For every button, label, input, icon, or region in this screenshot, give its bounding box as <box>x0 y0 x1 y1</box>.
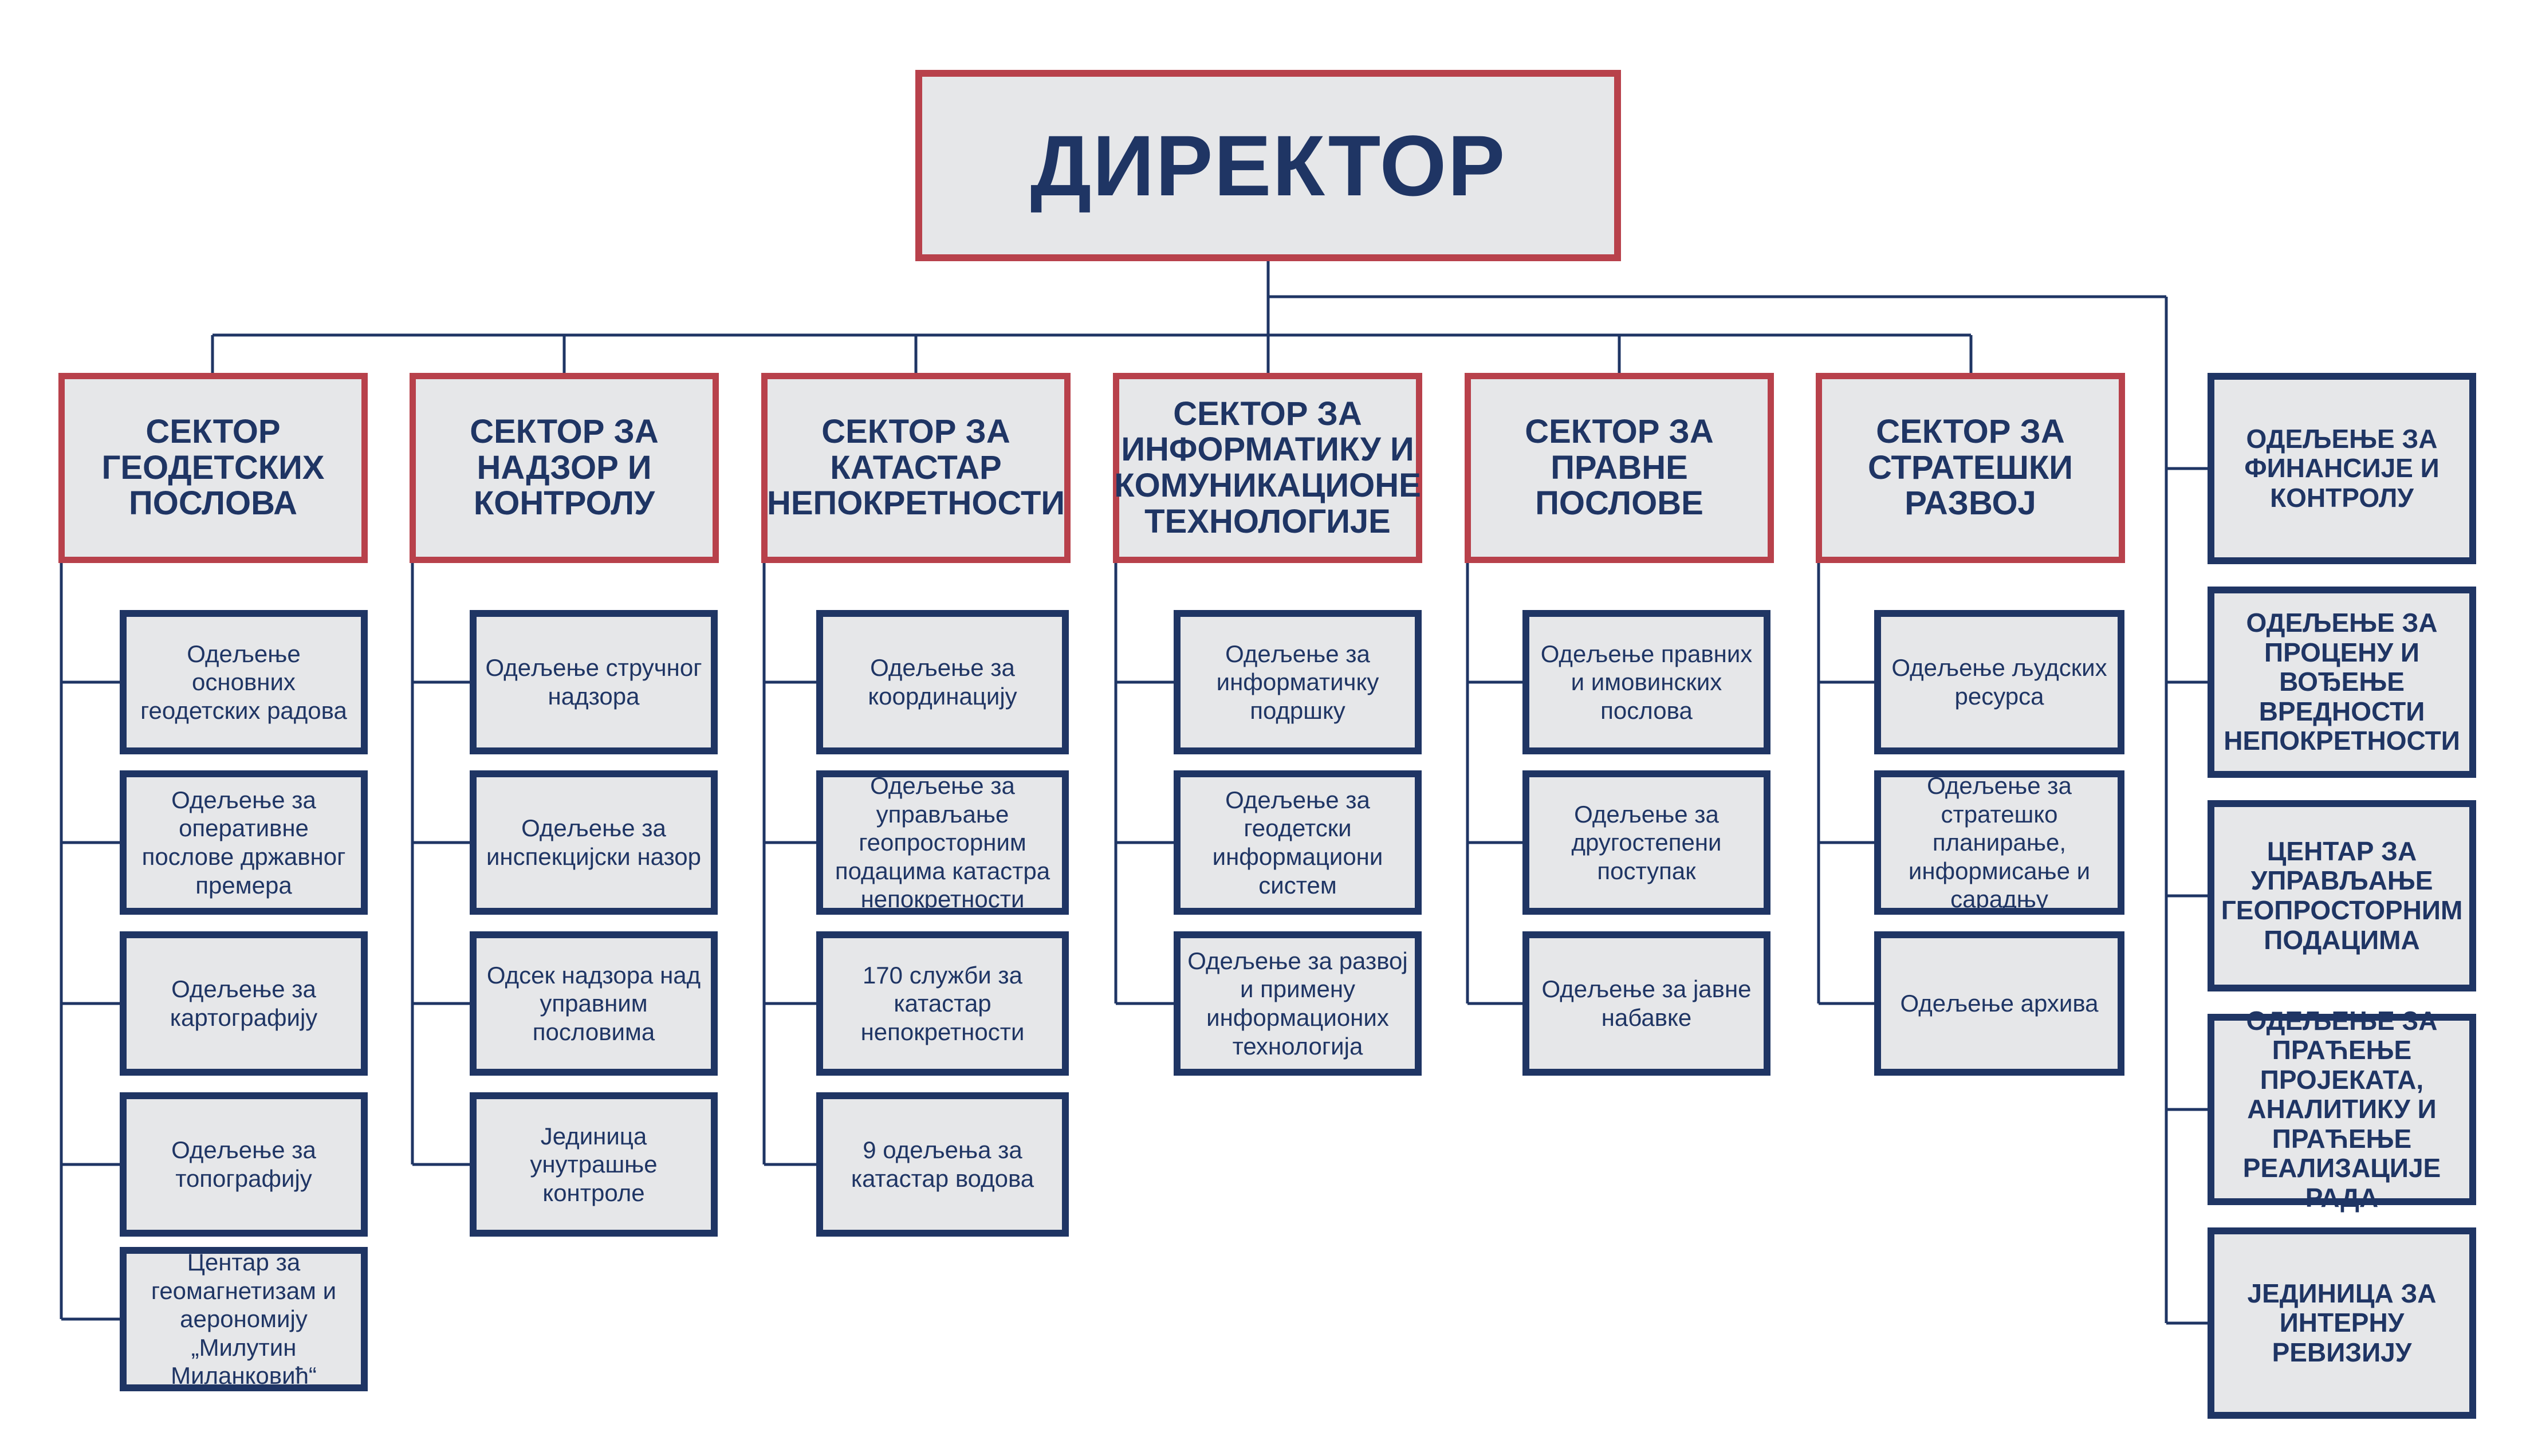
standalone-unit-label: ЦЕНТАР ЗА УПРАВЉАЊЕ ГЕОПРОСТОРНИМ ПОДАЦИ… <box>2221 836 2463 955</box>
sector-label: СЕКТОР ЗА КАТАСТАР НЕПОКРЕТНОСТИ <box>766 413 1065 522</box>
department-box: Одељење за топографију <box>120 1092 368 1237</box>
director-box: ДИРЕКТОР <box>915 70 1621 261</box>
sector-box: СЕКТОР ГЕОДЕТСКИХ ПОСЛОВА <box>58 373 368 563</box>
standalone-unit-box: ОДЕЉЕЊЕ ЗА ПРАЋЕЊЕ ПРОЈЕКАТА, АНАЛИТИКУ … <box>2208 1006 2476 1213</box>
sector-label: СЕКТОР ЗА ПРАВНЕ ПОСЛОВЕ <box>1525 413 1714 522</box>
department-box: 170 служби за катастар непокретности <box>816 931 1069 1076</box>
department-label: Одељење за инспекцијски назор <box>486 814 702 870</box>
department-label: Одељење за картографију <box>170 975 318 1031</box>
sector-box: СЕКТОР ЗА НАДЗОР И КОНТРОЛУ <box>410 373 719 563</box>
department-label: Одељење за развој и примену информациони… <box>1187 947 1408 1060</box>
department-label: Јединица унутрашње контроле <box>530 1122 658 1206</box>
director-label: ДИРЕКТОР <box>1030 117 1506 214</box>
department-label: Одељење за јавне набавке <box>1541 975 1752 1031</box>
standalone-unit-label: ЈЕДИНИЦА ЗА ИНТЕРНУ РЕВИЗИЈУ <box>2247 1278 2437 1367</box>
department-box: Одељење за оперативне послове државног п… <box>120 770 368 915</box>
department-box: Одељење основних геодетских радова <box>120 610 368 754</box>
standalone-unit-label: ОДЕЉЕЊЕ ЗА ФИНАНСИЈЕ И КОНТРОЛУ <box>2244 423 2439 513</box>
standalone-unit-label: ОДЕЉЕЊЕ ЗА ПРАЋЕЊЕ ПРОЈЕКАТА, АНАЛИТИКУ … <box>2242 1005 2441 1213</box>
sector-label: СЕКТОР ЗА СТРАТЕШКИ РАЗВОЈ <box>1868 413 2073 522</box>
department-label: Одељење правних и имовинских послова <box>1540 640 1753 724</box>
department-label: Одељење за управљање геопросторним подац… <box>835 772 1050 913</box>
department-label: Одељење људских ресурса <box>1891 654 2107 710</box>
department-label: Одсек надзора над управним пословима <box>486 961 701 1045</box>
department-label: Одељење за геодетски информациони систем <box>1212 786 1383 899</box>
sector-label: СЕКТОР ГЕОДЕТСКИХ ПОСЛОВА <box>101 413 325 522</box>
department-label: 9 одељења за катастар водова <box>851 1136 1034 1192</box>
department-box: Одељење за развој и примену информациони… <box>1174 931 1422 1076</box>
standalone-unit-box: ОДЕЉЕЊЕ ЗА ФИНАНСИЈЕ И КОНТРОЛУ <box>2208 373 2476 564</box>
department-label: Одељење за оперативне послове државног п… <box>141 786 346 899</box>
department-box: Одељење људских ресурса <box>1874 610 2124 754</box>
department-label: Одељење за координацију <box>868 654 1017 710</box>
department-label: Одељење за другостепени поступак <box>1571 800 1722 884</box>
department-label: Одељење за информатичку подршку <box>1216 640 1379 724</box>
sector-box: СЕКТОР ЗА ПРАВНЕ ПОСЛОВЕ <box>1465 373 1774 563</box>
department-box: Одељење за информатичку подршку <box>1174 610 1422 754</box>
sector-label: СЕКТОР ЗА ИНФОРМАТИКУ И КОМУНИКАЦИОНЕ ТЕ… <box>1114 395 1421 540</box>
standalone-unit-label: ОДЕЉЕЊЕ ЗА ПРОЦЕНУ И ВОЂЕЊЕ ВРЕДНОСТИ НЕ… <box>2224 608 2460 756</box>
standalone-unit-box: ОДЕЉЕЊЕ ЗА ПРОЦЕНУ И ВОЂЕЊЕ ВРЕДНОСТИ НЕ… <box>2208 587 2476 778</box>
department-box: Одељење за управљање геопросторним подац… <box>816 770 1069 915</box>
department-label: Центар за геомагнетизам и аерономију „Ми… <box>151 1249 337 1390</box>
department-box: Одељење за геодетски информациони систем <box>1174 770 1422 915</box>
department-label: Одељење стручног надзора <box>485 654 702 710</box>
department-box: Одељење правних и имовинских послова <box>1522 610 1770 754</box>
department-box: Одељење за инспекцијски назор <box>470 770 718 915</box>
department-box: Одељење за картографију <box>120 931 368 1076</box>
department-label: Одељење архива <box>1900 990 2099 1017</box>
department-box: Одељење за другостепени поступак <box>1522 770 1770 915</box>
sector-box: СЕКТОР ЗА СТРАТЕШКИ РАЗВОЈ <box>1816 373 2125 563</box>
department-box: Одељење стручног надзора <box>470 610 718 754</box>
department-box: Центар за геомагнетизам и аерономију „Ми… <box>120 1247 368 1391</box>
department-label: 170 служби за катастар непокретности <box>860 961 1025 1045</box>
department-box: Одсек надзора над управним пословима <box>470 931 718 1076</box>
sector-box: СЕКТОР ЗА КАТАСТАР НЕПОКРЕТНОСТИ <box>761 373 1071 563</box>
standalone-unit-box: ЦЕНТАР ЗА УПРАВЉАЊЕ ГЕОПРОСТОРНИМ ПОДАЦИ… <box>2208 800 2476 991</box>
standalone-unit-box: ЈЕДИНИЦА ЗА ИНТЕРНУ РЕВИЗИЈУ <box>2208 1227 2476 1419</box>
department-label: Одељење за стратешко планирање, информис… <box>1908 772 2091 913</box>
department-box: Одељење за јавне набавке <box>1522 931 1770 1076</box>
department-box: Јединица унутрашње контроле <box>470 1092 718 1237</box>
department-box: 9 одељења за катастар водова <box>816 1092 1069 1237</box>
department-label: Одељење за топографију <box>171 1136 316 1192</box>
department-label: Одељење основних геодетских радова <box>140 640 347 724</box>
sector-box: СЕКТОР ЗА ИНФОРМАТИКУ И КОМУНИКАЦИОНЕ ТЕ… <box>1113 373 1422 563</box>
department-box: Одељење архива <box>1874 931 2124 1076</box>
sector-label: СЕКТОР ЗА НАДЗОР И КОНТРОЛУ <box>470 413 659 522</box>
department-box: Одељење за координацију <box>816 610 1069 754</box>
department-box: Одељење за стратешко планирање, информис… <box>1874 770 2124 915</box>
